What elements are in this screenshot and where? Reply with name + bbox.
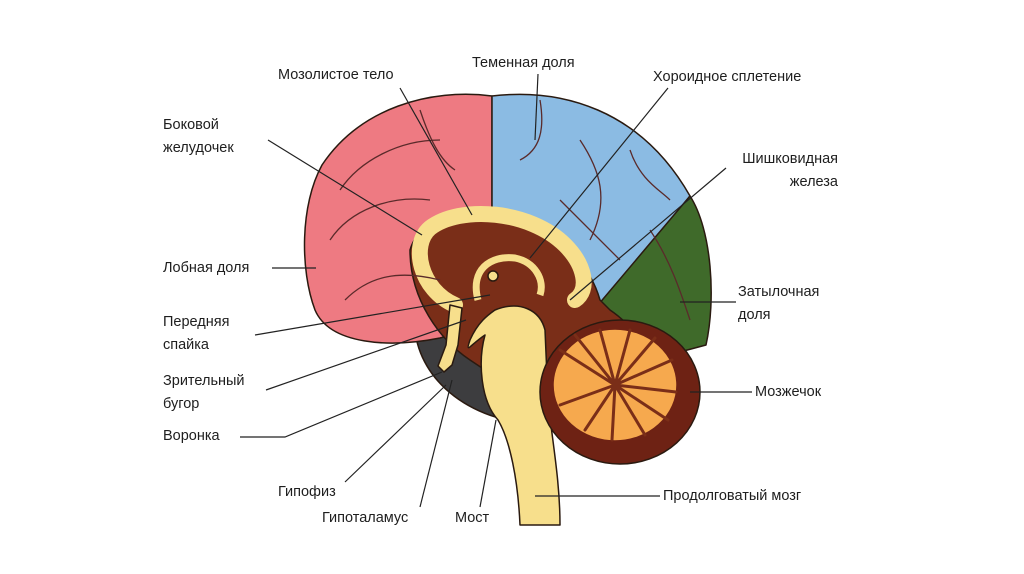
- label-line-2: доля: [738, 307, 771, 323]
- gyri-lines: [329, 99, 691, 321]
- label-line-2: железа: [789, 174, 838, 190]
- label-thalamus: Зрительный бугор: [163, 370, 245, 416]
- label-line-1: Передняя: [163, 314, 230, 330]
- corpus-callosum: [411, 206, 592, 313]
- label-occipital-lobe: Затылочная доля: [738, 281, 819, 327]
- ventricle-dot: [487, 270, 499, 282]
- label-pituitary: Гипофиз: [278, 484, 336, 500]
- label-line-2: бугор: [163, 396, 200, 412]
- label-corpus-callosum: Мозолистое тело: [278, 67, 394, 83]
- label-cerebellum: Мозжечок: [755, 384, 822, 400]
- label-choroid-plexus: Хороидное сплетение: [653, 69, 802, 85]
- label-line-2: желудочек: [163, 140, 234, 156]
- leader-lines: [240, 73, 752, 508]
- cerebellum-folia: [558, 328, 678, 442]
- label-lateral-ventricle: Боковой желудочек: [163, 114, 234, 160]
- label-pineal-gland: Шишковидная железа: [742, 148, 838, 194]
- label-line-1: Шишковидная: [742, 151, 838, 167]
- label-anterior-commissure: Передняя спайка: [163, 311, 229, 357]
- fornix: [472, 254, 545, 301]
- label-line-1: Зрительный: [163, 373, 245, 389]
- label-pons: Мост: [455, 510, 490, 526]
- label-infundibulum: Воронка: [163, 428, 220, 444]
- occipital-lobe: [597, 195, 712, 361]
- label-medulla: Продолговатый мозг: [663, 488, 802, 504]
- infundibulum-stalk: [437, 304, 463, 373]
- label-line-1: Затылочная: [738, 284, 820, 300]
- label-frontal-lobe: Лобная доля: [163, 260, 250, 276]
- label-line-1: Боковой: [163, 117, 219, 133]
- label-line-2: спайка: [163, 337, 209, 353]
- label-hypothalamus: Гипоталамус: [322, 510, 409, 526]
- label-parietal-lobe: Теменная доля: [472, 55, 575, 71]
